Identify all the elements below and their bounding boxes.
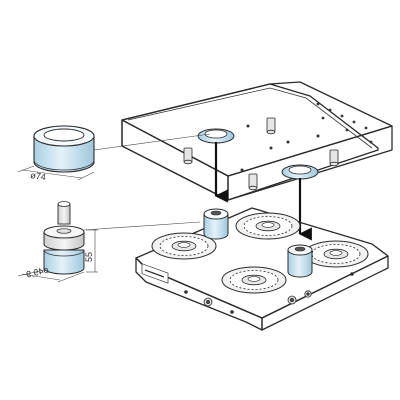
top-clamping-ring-left bbox=[197, 128, 235, 144]
top-plate-underside-features bbox=[183, 117, 339, 191]
small-bore-holes bbox=[240, 124, 320, 172]
locating-pins bbox=[183, 117, 339, 191]
dimension-diameter-top: ø74 bbox=[17, 165, 95, 182]
clamping-modules bbox=[151, 212, 369, 294]
inserted-clamping-pin-right bbox=[287, 244, 313, 278]
clamping-pin-top-part: ø74 bbox=[17, 125, 211, 182]
base-plate bbox=[135, 207, 389, 331]
dimension-label-d49: ø49,9 bbox=[25, 264, 50, 279]
dimension-label-55: 55 bbox=[84, 252, 94, 262]
dimension-height-55: 55 bbox=[84, 229, 98, 273]
clamping-module-rear bbox=[235, 212, 301, 240]
clamping-module-right bbox=[303, 240, 369, 268]
clamping-module-left bbox=[151, 232, 217, 260]
name-plate bbox=[141, 263, 169, 284]
top-pallet-plate bbox=[121, 81, 393, 201]
pneumatic-fittings bbox=[184, 272, 354, 314]
clamping-pin-bottom-part: 55 ø49,9 bbox=[17, 201, 201, 283]
dimension-label-d74: ø74 bbox=[30, 170, 47, 182]
side-holes bbox=[316, 102, 373, 144]
clamping-module-front bbox=[221, 266, 287, 294]
inserted-clamping-pin-left bbox=[203, 208, 229, 240]
top-clamping-ring-right bbox=[281, 164, 319, 180]
